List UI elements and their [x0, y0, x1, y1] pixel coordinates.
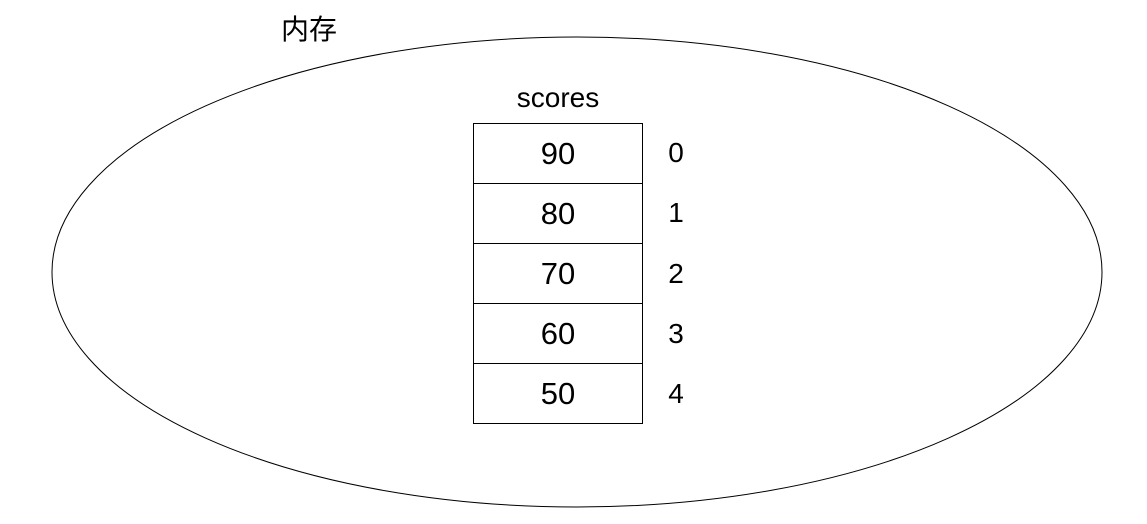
array-index-column: 0 1 2 3 4: [660, 123, 692, 424]
scores-array-box: 90 80 70 60 50: [473, 123, 643, 424]
array-cell-4: 50: [474, 364, 642, 423]
array-index-1: 1: [668, 197, 684, 229]
array-cell-value: 80: [540, 195, 576, 231]
array-cell-value: 90: [540, 135, 576, 171]
array-cell-2: 70: [474, 244, 642, 304]
array-cell-value: 50: [540, 375, 576, 411]
array-index-2: 2: [668, 257, 684, 289]
array-cell-0: 90: [474, 124, 642, 184]
memory-boundary-ellipse: [51, 36, 1103, 508]
array-cell-value: 60: [540, 315, 576, 351]
array-name-label: scores: [516, 82, 600, 113]
array-index-4: 4: [668, 377, 684, 409]
array-index-3: 3: [668, 317, 684, 349]
memory-label: 内存: [281, 14, 338, 45]
array-cell-value: 70: [540, 255, 576, 291]
array-index-0: 0: [668, 137, 684, 169]
array-cell-3: 60: [474, 304, 642, 364]
array-cell-1: 80: [474, 184, 642, 244]
